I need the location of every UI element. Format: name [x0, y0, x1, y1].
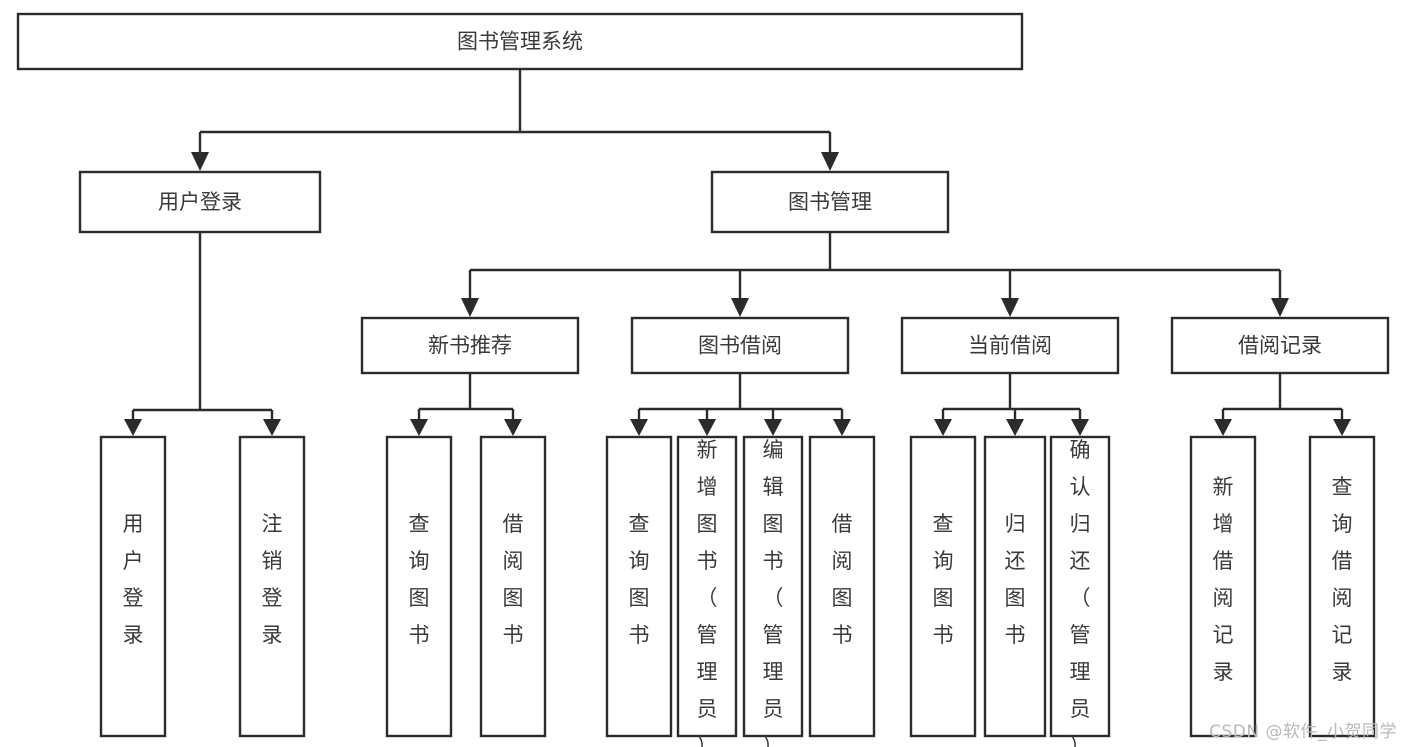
arrow-head: [731, 298, 749, 317]
node-label: 查询图书: [409, 512, 430, 647]
leaf-node[interactable]: 注销登录: [238, 435, 306, 738]
node-box[interactable]: [385, 435, 453, 738]
arrow-head: [1001, 298, 1019, 317]
level3-node[interactable]: 当前借阅: [900, 316, 1120, 375]
leaf-node[interactable]: 查询图书: [909, 435, 977, 738]
node-label: 注销登录: [262, 512, 283, 647]
node-box[interactable]: [909, 435, 977, 738]
level2-node[interactable]: 图书管理: [710, 170, 950, 234]
node-label: 编辑图书（管理员）: [763, 438, 784, 747]
arrow-head: [191, 152, 209, 171]
node-box[interactable]: [900, 316, 1120, 375]
node-label: 图书管理: [788, 190, 872, 214]
node-box[interactable]: [78, 170, 322, 234]
arrow-head: [461, 298, 479, 317]
node-box[interactable]: [1170, 316, 1390, 375]
arrow-head: [630, 419, 648, 436]
leaf-node[interactable]: 借阅图书: [479, 435, 547, 738]
level3-node[interactable]: 新书推荐: [360, 316, 580, 375]
node-label: 当前借阅: [968, 334, 1052, 358]
node-box[interactable]: [1189, 435, 1257, 738]
node-box[interactable]: [1308, 435, 1376, 738]
node-label: 查询借阅记录: [1332, 475, 1353, 684]
leaf-node[interactable]: 查询图书: [605, 435, 673, 738]
level3-node[interactable]: 图书借阅: [630, 316, 850, 375]
arrow-head: [1333, 419, 1351, 436]
node-label: 归还图书: [1005, 512, 1026, 647]
root-node[interactable]: 图书管理系统: [16, 12, 1024, 71]
arrow-head: [263, 419, 281, 436]
leaf-node[interactable]: 查询借阅记录: [1308, 435, 1376, 738]
arrow-head: [934, 419, 952, 436]
node-label: 新增图书（管理员）: [697, 438, 718, 747]
leaf-node[interactable]: 新增图书（管理员）: [676, 435, 738, 747]
node-box[interactable]: [742, 435, 804, 738]
node-label: 图书借阅: [698, 334, 782, 358]
node-box[interactable]: [605, 435, 673, 738]
arrow-head: [1006, 419, 1024, 436]
arrow-head: [821, 152, 839, 171]
node-box[interactable]: [360, 316, 580, 375]
arrow-head: [1071, 419, 1089, 436]
level2-node[interactable]: 用户登录: [78, 170, 322, 234]
node-label: 用户登录: [158, 190, 242, 214]
arrow-head: [1214, 419, 1232, 436]
node-box[interactable]: [16, 12, 1024, 71]
arrow-head: [1271, 298, 1289, 317]
level3-node[interactable]: 借阅记录: [1170, 316, 1390, 375]
arrow-head: [764, 419, 782, 436]
node-label: 借阅图书: [503, 512, 524, 647]
connectors-layer: [124, 69, 1351, 436]
node-box[interactable]: [479, 435, 547, 738]
leaf-node[interactable]: 编辑图书（管理员）: [742, 435, 804, 747]
node-box[interactable]: [808, 435, 876, 738]
node-box[interactable]: [676, 435, 738, 738]
node-box[interactable]: [630, 316, 850, 375]
arrow-head: [504, 419, 522, 436]
leaf-node[interactable]: 新增借阅记录: [1189, 435, 1257, 738]
node-label: 用户登录: [123, 512, 144, 647]
node-box[interactable]: [710, 170, 950, 234]
node-label: 新增借阅记录: [1213, 475, 1234, 684]
leaf-node[interactable]: 查询图书: [385, 435, 453, 738]
node-label: 查询图书: [629, 512, 650, 647]
node-box[interactable]: [983, 435, 1047, 738]
node-box[interactable]: [1049, 435, 1111, 738]
node-label: 新书推荐: [428, 334, 512, 358]
node-box[interactable]: [238, 435, 306, 738]
node-label: 确认归还（管理员）: [1070, 438, 1091, 747]
node-label: 借阅图书: [832, 512, 853, 647]
node-label: 图书管理系统: [457, 30, 583, 54]
leaf-node[interactable]: 借阅图书: [808, 435, 876, 738]
node-label: 查询图书: [933, 512, 954, 647]
leaf-node[interactable]: 用户登录: [99, 435, 167, 738]
arrow-head: [833, 419, 851, 436]
node-box[interactable]: [99, 435, 167, 738]
csdn-watermark: CSDN @软件_小贺同学: [1209, 722, 1397, 742]
arrow-head: [410, 419, 428, 436]
arrow-head: [124, 419, 142, 436]
arrow-head: [698, 419, 716, 436]
nodes-layer: 图书管理系统用户登录图书管理新书推荐图书借阅当前借阅借阅记录用户登录注销登录查询…: [16, 12, 1390, 747]
leaf-node[interactable]: 归还图书: [983, 435, 1047, 738]
leaf-node[interactable]: 确认归还（管理员）: [1049, 435, 1111, 747]
node-label: 借阅记录: [1238, 334, 1322, 358]
